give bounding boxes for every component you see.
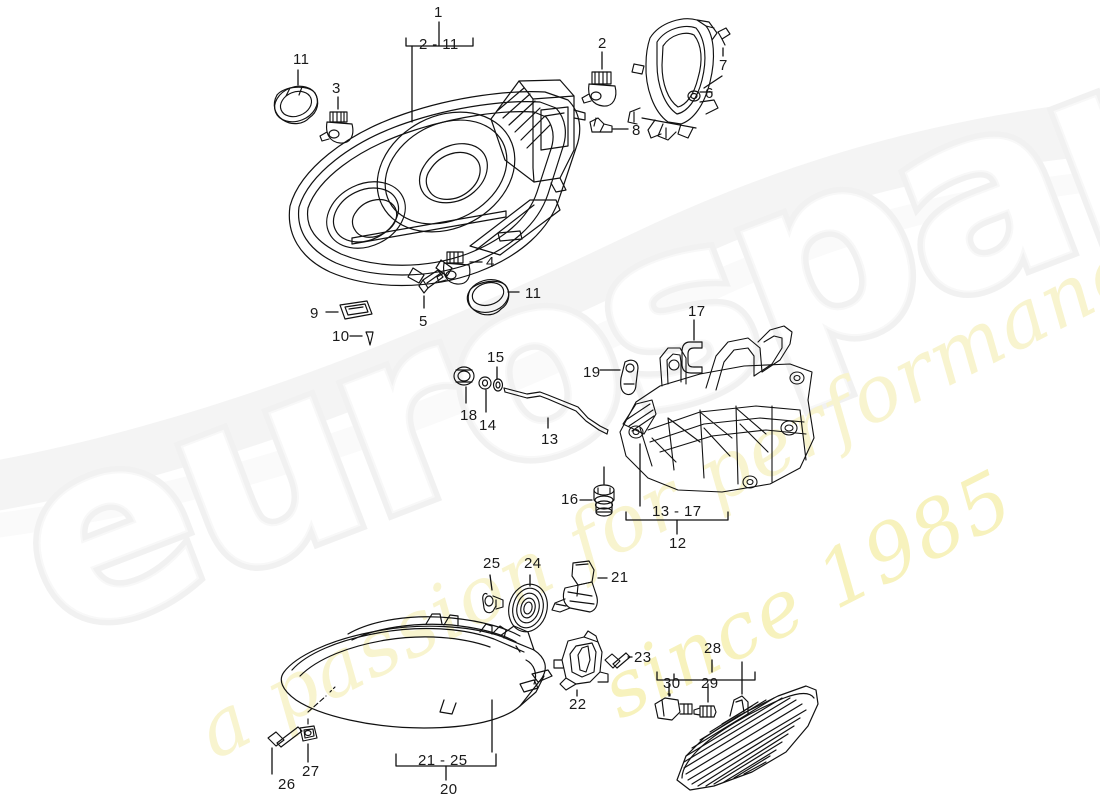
part-16-bushing xyxy=(579,466,615,517)
callout-4: 4 xyxy=(486,254,495,271)
part-14-washer xyxy=(478,376,492,413)
callout-17: 17 xyxy=(688,303,706,320)
callout-19: 19 xyxy=(583,364,601,381)
part-13-adjusting-rod xyxy=(503,387,609,435)
callout-11-lower: 11 xyxy=(525,285,542,302)
callout-13-17: 13 - 17 xyxy=(652,503,702,520)
callout-6: 6 xyxy=(705,85,714,102)
callout-28: 28 xyxy=(704,640,722,657)
part-19-adjuster-lever xyxy=(599,359,639,396)
part-2-bulb-socket xyxy=(581,51,617,107)
callout-15: 15 xyxy=(487,349,505,366)
callout-25: 25 xyxy=(483,555,501,572)
callout-21-25: 21 - 25 xyxy=(418,752,468,769)
callout-30: 30 xyxy=(663,675,681,692)
part-21-bulb-socket-turn-signal xyxy=(551,560,608,613)
callout-7: 7 xyxy=(719,57,728,74)
part-30-side-marker-socket xyxy=(654,683,693,721)
part-29-side-marker-bulb xyxy=(693,683,717,718)
callout-1: 1 xyxy=(434,4,443,21)
callout-13: 13 xyxy=(541,431,559,448)
part-18-grommet xyxy=(453,366,475,404)
callout-2-11: 2 - 11 xyxy=(419,36,459,53)
callout-5: 5 xyxy=(419,313,428,330)
part-24-seal-ring xyxy=(508,574,548,633)
callout-12: 12 xyxy=(669,535,687,552)
part-28-side-marker xyxy=(676,661,819,791)
bracket-group-12 xyxy=(625,511,729,535)
callout-3: 3 xyxy=(332,80,341,97)
callout-23: 23 xyxy=(634,649,652,666)
part-4-bulb-socket xyxy=(436,251,483,285)
callout-27: 27 xyxy=(302,763,320,780)
part-23-screw xyxy=(604,652,633,669)
callout-26: 26 xyxy=(278,776,296,793)
part-7-screw xyxy=(717,27,731,57)
part-5-bulb xyxy=(418,269,444,309)
callout-14: 14 xyxy=(479,417,497,434)
callout-20: 20 xyxy=(440,781,458,798)
callout-29: 29 xyxy=(701,675,719,692)
part-20-turn-signal-unit xyxy=(280,613,553,753)
part-8-clip xyxy=(589,117,629,133)
part-27-clip-nut xyxy=(299,685,337,763)
bracket-group-20 xyxy=(395,753,497,781)
part-12-headlight-carrier xyxy=(619,325,815,507)
callout-22: 22 xyxy=(569,696,587,713)
part-11-cover-cap-lower xyxy=(466,278,520,316)
bracket-group-1 xyxy=(405,21,474,123)
callout-21: 21 xyxy=(611,569,629,586)
part-26-screw-long xyxy=(267,726,303,775)
callout-24: 24 xyxy=(524,555,542,572)
callout-10: 10 xyxy=(332,328,350,345)
callout-8: 8 xyxy=(632,122,641,139)
callout-2: 2 xyxy=(598,35,607,52)
part-25-clip xyxy=(482,574,504,614)
part-10-rivet xyxy=(349,331,374,346)
part-6-cover-frame xyxy=(627,18,723,141)
callout-18: 18 xyxy=(460,407,478,424)
bracket-group-28 xyxy=(656,659,756,681)
callout-11-upper: 11 xyxy=(293,51,310,68)
part-17-retaining-clip xyxy=(681,319,703,374)
part-11-cover-cap-upper xyxy=(273,69,319,125)
headlight-assembly xyxy=(288,79,586,287)
callout-9: 9 xyxy=(310,305,319,322)
part-3-bulb-socket xyxy=(319,96,354,144)
part-15-nut xyxy=(492,366,504,392)
part-22-bracket xyxy=(553,630,609,697)
callout-16: 16 xyxy=(561,491,579,508)
part-9-gasket-pad xyxy=(325,300,373,320)
